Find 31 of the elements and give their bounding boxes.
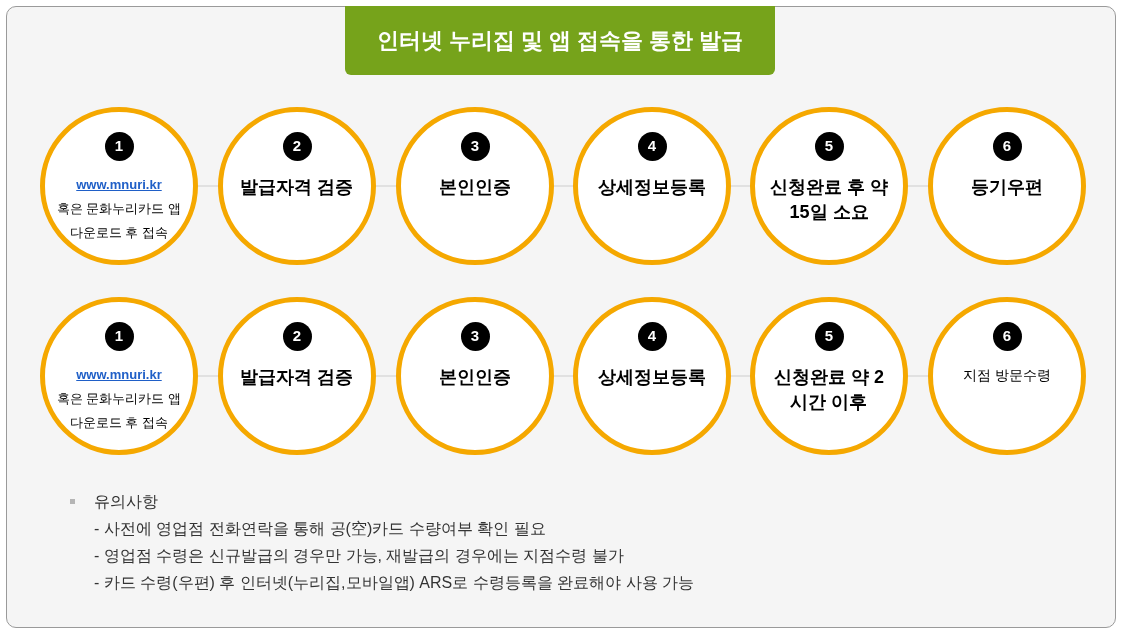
step-number: 6 — [992, 132, 1022, 161]
notes-heading: 유의사항 — [94, 491, 158, 512]
step-text: 상세정보등록 — [597, 366, 707, 389]
step-number: 3 — [460, 132, 490, 161]
note-text: - 영업점 수령은 신규발급의 경우만 가능, 재발급의 경우에는 지점수령 불가 — [94, 545, 624, 566]
step-text: 신청완료 후 약 15일 소요 — [769, 176, 889, 224]
step-number: 5 — [814, 132, 844, 161]
step-number: 2 — [282, 132, 312, 161]
step-text: 발급자격 검증 — [239, 366, 355, 389]
step-text: 본인인증 — [438, 176, 512, 199]
step-text: 신청완료 약 2시간 이후 — [773, 366, 885, 414]
step-number: 1 — [104, 132, 134, 161]
title-banner: 인터넷 누리집 및 앱 접속을 통한 발급 — [345, 6, 775, 75]
step-text: 혹은 문화누리카드 앱 다운로드 후 접속 — [55, 199, 183, 242]
step-text: 지점 방문수령 — [962, 367, 1052, 384]
step-number: 5 — [814, 322, 844, 351]
step-number: 6 — [992, 322, 1022, 351]
step-text: 혹은 문화누리카드 앱 다운로드 후 접속 — [55, 389, 183, 432]
step-number: 2 — [282, 322, 312, 351]
note-text: - 사전에 영업점 전화연락을 통해 공(空)카드 수량여부 확인 필요 — [94, 518, 546, 539]
step-number: 4 — [637, 132, 667, 161]
step-number: 4 — [637, 322, 667, 351]
step-text: 발급자격 검증 — [239, 176, 355, 199]
step-text: 등기우편 — [970, 176, 1044, 199]
link: www.mnuri.kr — [76, 366, 162, 384]
step-text: 본인인증 — [438, 366, 512, 389]
note-text: - 카드 수령(우편) 후 인터넷(누리집,모바일앱) ARS로 수령등록을 완료해야 사용 가능 — [94, 572, 694, 593]
step-text: 상세정보등록 — [597, 176, 707, 199]
step-number: 1 — [104, 322, 134, 351]
step-number: 3 — [460, 322, 490, 351]
link: www.mnuri.kr — [76, 176, 162, 194]
